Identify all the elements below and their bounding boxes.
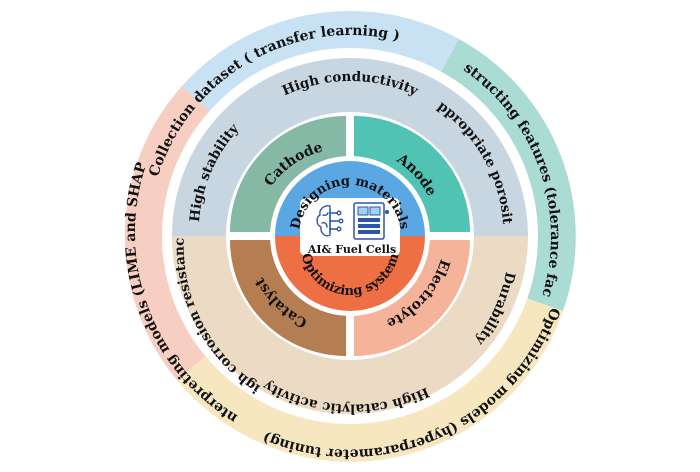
brain-circuit-icon: [316, 205, 344, 237]
fuel-cell-icon: [353, 202, 389, 240]
label-ai-fuel-cells: AI& Fuel Cells: [307, 243, 396, 256]
